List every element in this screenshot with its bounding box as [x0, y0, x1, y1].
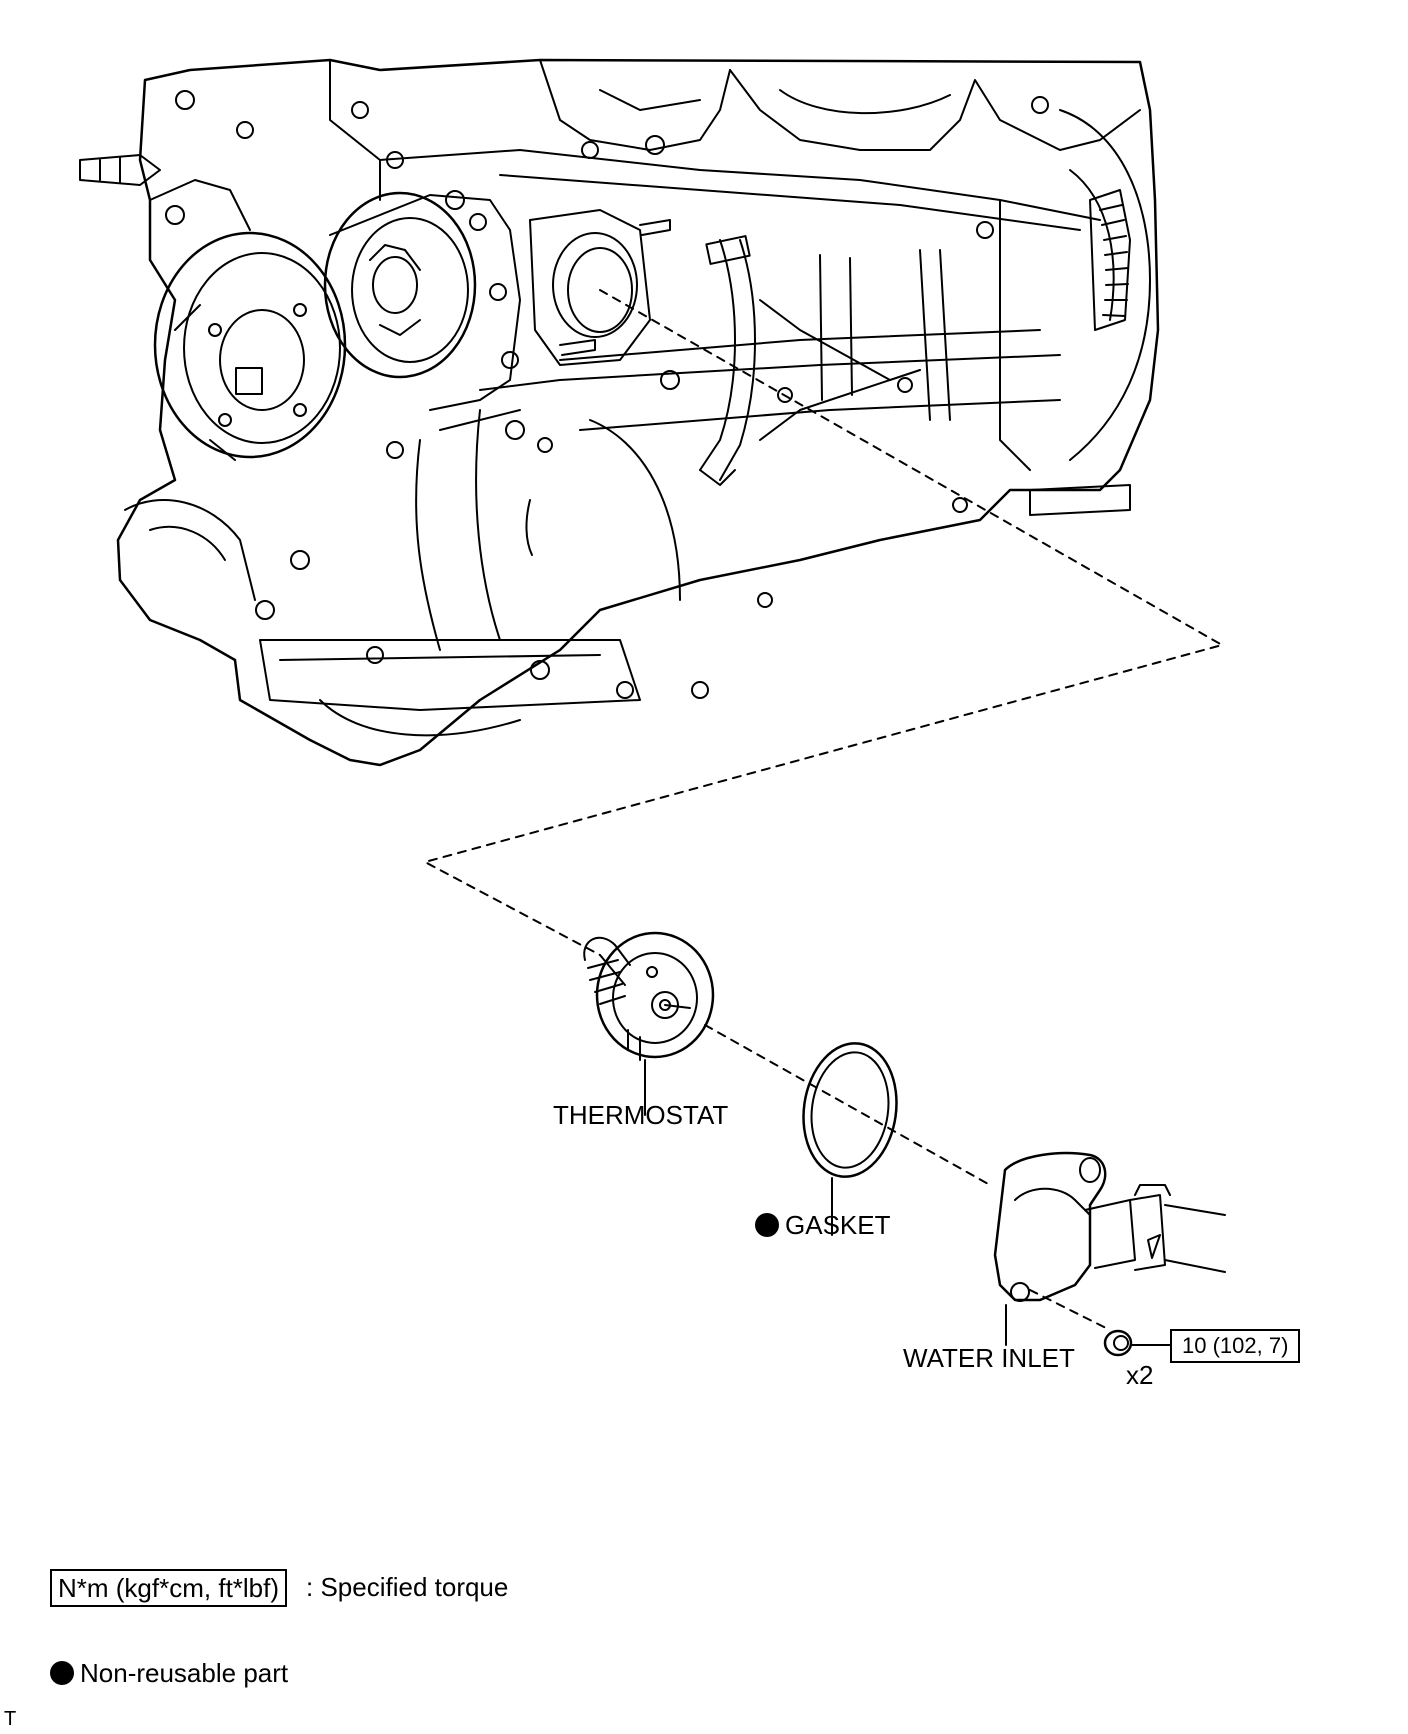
- bolt-qty-label: x2: [1126, 1360, 1154, 1390]
- nonreusable-legend-text: Non-reusable part: [80, 1658, 289, 1688]
- gasket-part: [802, 1042, 898, 1236]
- thermostat-part: [583, 931, 715, 1116]
- gasket-label-text: GASKET: [785, 1210, 891, 1240]
- bolt-torque-box: 10 (102, 7): [1170, 1329, 1301, 1363]
- footer-code: T: [4, 1708, 17, 1730]
- engine-block-drawing: [79, 58, 1160, 767]
- torque-legend-text: : Specified torque: [306, 1572, 509, 1602]
- water-inlet-label: WATER INLET: [903, 1343, 1075, 1373]
- thermostat-label: THERMOSTAT: [553, 1100, 729, 1130]
- gasket-label: GASKET: [755, 1210, 890, 1240]
- explosion-guide-lines: [424, 289, 1223, 1331]
- nonreusable-legend: Non-reusable part: [50, 1658, 288, 1688]
- nonreusable-dot-icon: [755, 1213, 779, 1237]
- nonreusable-legend-dot-icon: [50, 1661, 74, 1685]
- water-inlet-part: [993, 1151, 1226, 1346]
- bolt-part: [1103, 1329, 1171, 1357]
- torque-legend-box: N*m (kgf*cm, ft*lbf): [50, 1569, 288, 1607]
